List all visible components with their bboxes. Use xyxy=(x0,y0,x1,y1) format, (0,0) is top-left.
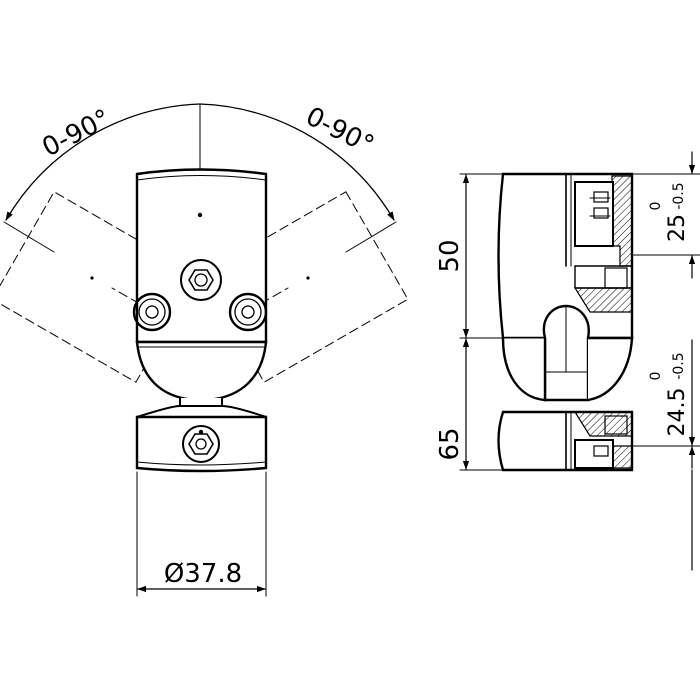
pivot-bolt-left xyxy=(132,292,172,332)
upper-center-dot xyxy=(197,212,203,218)
angle-label-right: 0-90° xyxy=(301,102,379,161)
lower-clamp-body xyxy=(135,415,268,473)
side-upper-lip xyxy=(574,265,633,289)
side-upper-head-right xyxy=(586,336,634,402)
arc-leader-left xyxy=(3,221,55,253)
side-lower-screw-tip xyxy=(593,445,609,457)
angle-label-left: 0-90° xyxy=(38,104,116,163)
side-lower-hatch-side xyxy=(611,445,633,469)
front-view xyxy=(0,103,409,597)
pivot-dot-right xyxy=(306,276,310,280)
depth-label-lower: 24.5 xyxy=(665,388,690,437)
side-upper-nut xyxy=(604,267,628,289)
tolerance-upper-bottom: -0.5 xyxy=(671,182,687,209)
lower-center-dot xyxy=(198,429,204,435)
tolerance-upper-top: 0 xyxy=(648,202,664,211)
height-label-upper: 50 xyxy=(435,239,465,272)
side-view xyxy=(459,151,700,571)
lower-hex-screw xyxy=(182,425,220,463)
diameter-label: Ø37.8 xyxy=(164,559,242,589)
side-upper-head xyxy=(501,336,547,402)
upper-hex-screw xyxy=(180,259,222,301)
lower-clamp-collar xyxy=(136,405,267,418)
side-upper-screw-tip xyxy=(593,191,609,203)
arc-leader-right xyxy=(345,221,397,253)
side-upper-screw-tip-2 xyxy=(593,207,609,219)
swing-arc-right xyxy=(199,103,395,221)
pivot-bolt-right xyxy=(228,292,268,332)
side-lower-hatch-top xyxy=(573,411,633,437)
side-lower-nut xyxy=(604,415,628,435)
depth-label-upper: 25 xyxy=(665,214,690,242)
tolerance-lower-top: 0 xyxy=(648,372,664,381)
tolerance-lower-bottom: -0.5 xyxy=(671,352,687,379)
height-label-lower: 65 xyxy=(435,427,465,460)
swing-arc-left xyxy=(5,103,201,221)
upper-clamp-top-edge xyxy=(136,175,267,181)
lower-clamp-bottom-edge xyxy=(136,461,267,466)
joint-head xyxy=(135,340,268,402)
pivot-dot-left xyxy=(90,276,94,280)
upper-clamp-body xyxy=(135,168,268,344)
